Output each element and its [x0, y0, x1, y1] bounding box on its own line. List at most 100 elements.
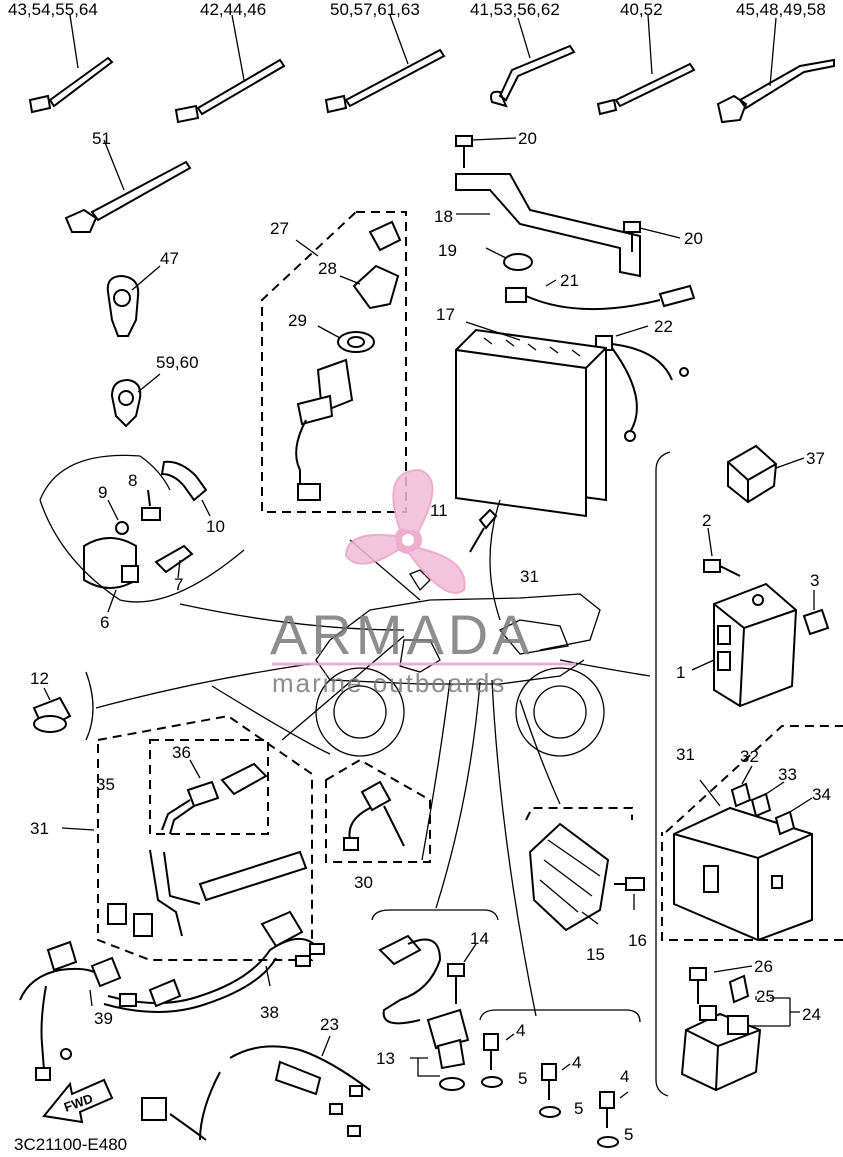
label-27: 27 [270, 219, 289, 238]
main-switch-group-border [261, 211, 407, 513]
clamp-59-60 [110, 373, 161, 428]
coil-wire [39, 454, 171, 501]
cable-tie-45 [716, 17, 835, 124]
label-9: 9 [98, 483, 107, 502]
harness-38 [103, 910, 325, 1013]
label-12: 12 [30, 669, 49, 688]
label-47: 47 [160, 249, 179, 268]
sensor-36 [161, 759, 268, 835]
harness-group-border [97, 714, 313, 961]
label-25: 25 [756, 987, 775, 1006]
harness-39 [19, 940, 122, 1081]
label-37: 37 [806, 449, 825, 468]
cable-tie-51 [64, 139, 192, 233]
label-cable-ties-41: 41,53,56,62 [470, 0, 560, 19]
label-4a: 4 [516, 1021, 525, 1040]
clamp-47 [106, 265, 161, 337]
cable-tie-40 [596, 14, 696, 116]
label-13: 13 [376, 1049, 395, 1068]
cable-tie-50 [324, 14, 446, 114]
propeller-icon [344, 468, 466, 594]
right-bracket [655, 451, 671, 1097]
callouts: 43,54,55,64 42,44,46 50,57,61,63 41,53,5… [8, 0, 831, 1154]
component-30-border [325, 758, 431, 863]
label-5b: 5 [574, 1099, 583, 1118]
grommet-19 [485, 247, 533, 271]
label-31c: 31 [676, 745, 695, 764]
label-4c: 4 [620, 1067, 629, 1086]
label-20a: 20 [518, 129, 537, 148]
rectifier-regulator-15 [528, 822, 610, 932]
label-31b: 31 [30, 819, 49, 838]
label-cable-ties-45: 45,48,49,58 [736, 0, 826, 19]
cable-tie-41 [490, 17, 576, 108]
label-10: 10 [206, 517, 225, 536]
bolt-4b [539, 1063, 571, 1118]
fuse-box-group-border [661, 725, 843, 941]
plug-cap-7 [154, 544, 194, 579]
bolt-20a [455, 135, 517, 168]
fuse-32 [730, 765, 753, 808]
label-17: 17 [436, 305, 455, 324]
relay-37 [727, 444, 805, 504]
watermark-tagline: marine outboards [272, 668, 506, 698]
label-30: 30 [354, 873, 373, 892]
fwd-arrow-icon: FWD [42, 1078, 114, 1124]
label-59-60: 59,60 [156, 353, 199, 372]
label-23: 23 [320, 1015, 339, 1034]
label-11: 11 [430, 501, 448, 520]
relay-12 [32, 687, 72, 733]
label-28: 28 [318, 259, 337, 278]
label-2: 2 [702, 511, 711, 530]
label-cable-ties-43: 43,54,55,64 [8, 0, 98, 19]
label-cable-ties-42: 42,44,46 [200, 0, 266, 19]
battery-band-18 [455, 173, 641, 278]
hose-10 [160, 460, 211, 517]
label-16: 16 [628, 931, 647, 950]
bolt-4a [481, 1033, 515, 1088]
label-26: 26 [754, 957, 773, 976]
label-15: 15 [586, 945, 605, 964]
label-33: 33 [778, 765, 797, 784]
bolt-2 [703, 527, 741, 577]
key-28 [339, 220, 402, 310]
label-6: 6 [100, 613, 109, 632]
label-51: 51 [92, 129, 111, 148]
fuse-25 [728, 974, 757, 1004]
cable-tie-42 [174, 14, 286, 124]
label-cable-ties-50: 50,57,61,63 [330, 0, 420, 19]
fuse-33 [750, 781, 785, 818]
label-24: 24 [802, 1005, 821, 1024]
label-29: 29 [288, 311, 307, 330]
fuse-box [673, 806, 813, 942]
washer-9 [107, 499, 129, 535]
label-22: 22 [654, 317, 673, 336]
label-3: 3 [810, 571, 819, 590]
watermark-logo: ARMADA marine outboards [270, 468, 576, 698]
bolt-20b [623, 221, 681, 252]
label-32: 32 [740, 747, 759, 766]
label-18: 18 [434, 207, 453, 226]
diagram-code: 3C21100-E480 [14, 1135, 127, 1154]
label-19: 19 [438, 241, 457, 260]
label-21: 21 [560, 271, 579, 290]
label-31a: 31 [520, 567, 539, 586]
main-switch [295, 358, 354, 501]
label-39: 39 [94, 1009, 113, 1028]
battery-17 [455, 321, 607, 518]
ignition-coil-6 [83, 537, 139, 613]
bolt-14 [447, 943, 477, 1004]
label-cable-ties-40: 40,52 [620, 0, 663, 19]
bolt-4c [597, 1091, 629, 1148]
coil-bracket-line [39, 499, 245, 603]
switch-30 [343, 780, 405, 851]
regulator-border [525, 807, 633, 821]
harness-subgroup-35-border [149, 739, 269, 835]
bolt-16 [614, 877, 645, 910]
label-14: 14 [470, 929, 489, 948]
cable-tie-43 [28, 14, 114, 114]
label-34: 34 [812, 785, 831, 804]
harness-23 [141, 1035, 371, 1141]
bolt-26 [689, 965, 753, 1004]
